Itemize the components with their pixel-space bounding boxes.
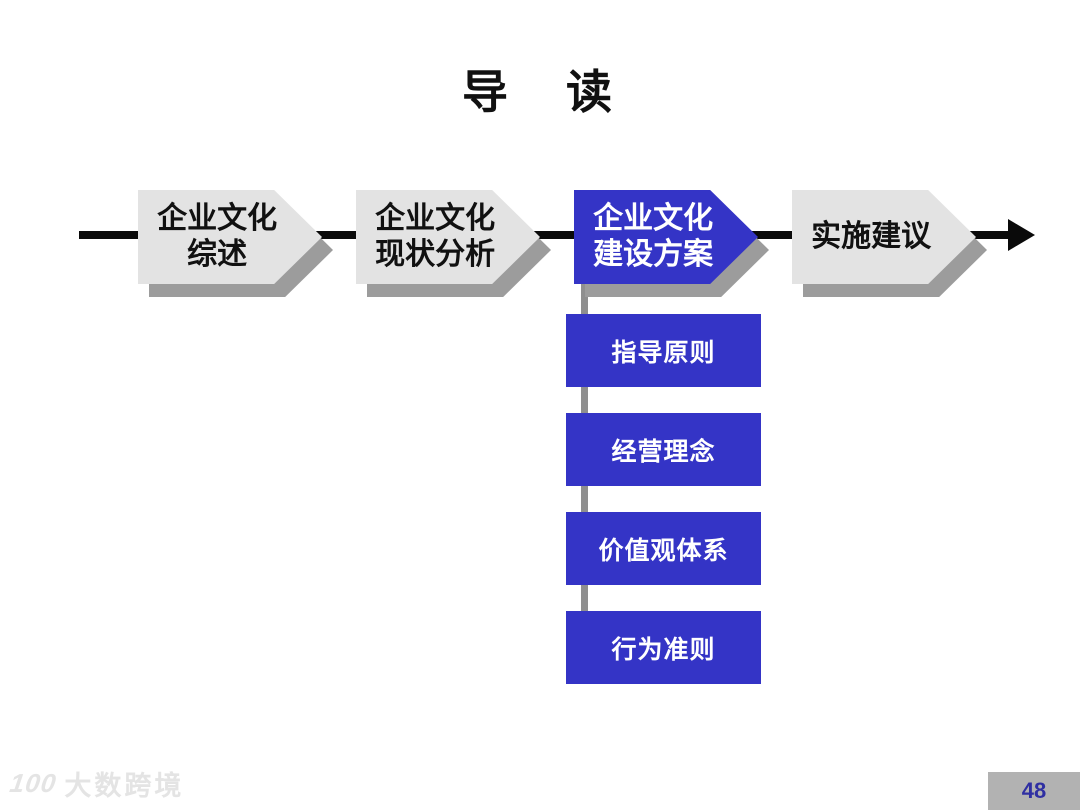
page-number-badge: 48 <box>988 772 1080 810</box>
sub-item-value-system: 价值观体系 <box>566 512 761 585</box>
flow-step-label-line: 企业文化 <box>157 202 278 235</box>
page-number: 48 <box>1021 778 1047 803</box>
flow-step-label-line: 现状分析 <box>375 238 496 271</box>
sub-item-guiding-principles: 指导原则 <box>566 314 761 387</box>
watermark: 100 大数跨境 <box>7 764 185 803</box>
flow-step-label-line: 企业文化 <box>593 202 714 235</box>
sub-item-label: 行为准则 <box>611 635 716 664</box>
flow-axis-arrowhead-icon <box>1008 219 1035 251</box>
sub-item-label: 价值观体系 <box>598 536 729 565</box>
flow-step-current-state-analysis: 企业文化 现状分析 <box>356 190 551 297</box>
sub-item-code-of-conduct: 行为准则 <box>566 611 761 684</box>
sub-item-label: 经营理念 <box>611 437 716 466</box>
watermark-text: 大数跨境 <box>64 771 185 801</box>
page-title: 导 读 <box>462 66 618 118</box>
flow-step-culture-overview: 企业文化 综述 <box>138 190 333 297</box>
flow-step-implementation-advice: 实施建议 <box>792 190 987 297</box>
flow-step-label-line: 企业文化 <box>375 202 496 235</box>
flow-step-label-line: 建设方案 <box>593 238 714 271</box>
flow-step-label-line: 实施建议 <box>811 220 932 253</box>
flow-step-label-line: 综述 <box>187 238 248 271</box>
flow-step-construction-plan-active: 企业文化 建设方案 <box>574 190 769 297</box>
sub-item-business-philosophy: 经营理念 <box>566 413 761 486</box>
watermark-logo-icon: 100 <box>7 768 59 798</box>
sub-item-label: 指导原则 <box>611 338 716 367</box>
flow-axis-line <box>79 231 1011 239</box>
